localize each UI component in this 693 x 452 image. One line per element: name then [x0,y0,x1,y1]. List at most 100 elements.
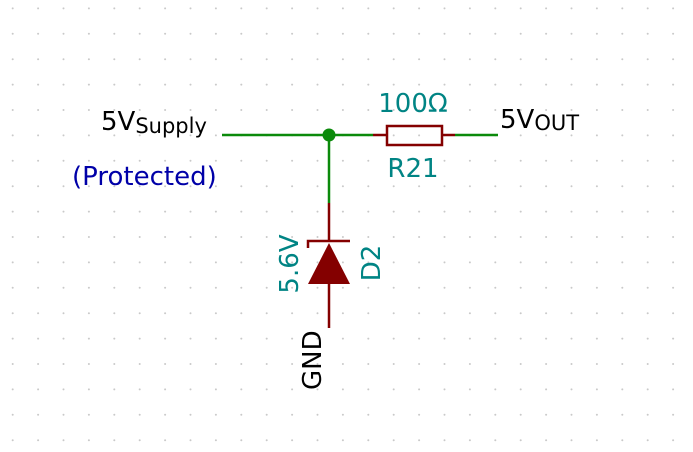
resistor-r21[interactable] [373,124,455,147]
grid-dot [240,159,243,162]
grid-dot [138,58,141,61]
grid-dot [621,32,624,35]
grid-dot [672,210,675,213]
grid-dot [189,312,192,315]
grid-dot [291,261,294,264]
grid-dot [570,286,573,289]
grid-dot [138,210,141,213]
grid-dot [265,413,268,416]
grid-dot [11,388,14,391]
grid-dot [291,312,294,315]
grid-dot [672,134,675,137]
grid-dot [595,388,598,391]
grid-dot [672,7,675,10]
grid-dot [519,58,522,61]
grid-dot [418,210,421,213]
grid-dot [189,83,192,86]
grid-dot [37,210,40,213]
grid-dot [570,83,573,86]
grid-dot [595,337,598,340]
grid-dot [418,159,421,162]
grid-dot [113,312,116,315]
grid-dot [570,363,573,365]
grid-dot [418,7,421,10]
grid-dot [37,185,40,188]
resistor-reference-label: R21 [387,154,438,184]
grid-dot [468,109,471,111]
grid-dot [392,32,395,35]
grid-dot [164,134,167,137]
grid-dot [138,439,141,442]
grid-dot [367,439,370,442]
grid-dot [189,32,192,35]
grid-dot [265,312,268,315]
grid-dot [291,413,294,416]
grid-dot [11,7,14,10]
grid-dot [418,286,421,289]
grid-dot [316,236,319,238]
grid-dot [545,286,548,289]
grid-dot [291,388,294,391]
grid-dot [545,363,548,365]
grid-dot [265,363,268,365]
grid-dot [11,32,14,35]
grid-dot [468,363,471,365]
grid-dot [646,261,649,264]
grid-dot [265,261,268,264]
grid-dot [595,185,598,188]
grid-dot [418,185,421,188]
junction-dot[interactable] [322,128,336,142]
grid-dot [570,388,573,391]
grid-dot [37,312,40,315]
grid-dot [316,261,319,264]
grid-dot [62,185,65,188]
grid-dot [291,7,294,10]
grid-dot [37,388,40,391]
grid-dot [672,363,675,365]
grid-dot [214,413,217,416]
grid-dot [214,159,217,162]
grid-dot [392,109,395,111]
grid-dot [138,7,141,10]
grid-dot [189,210,192,213]
grid-dot [87,32,90,35]
grid-dot [87,185,90,188]
grid-dot [62,261,65,264]
diode-value-label: 5.6V [275,234,305,293]
zener-diode-d2[interactable] [306,203,350,328]
grid-dot [341,363,344,365]
grid-dot [545,32,548,35]
grid-dot [418,236,421,238]
grid-dot [214,185,217,188]
grid-dot [37,58,40,61]
grid-dot [392,83,395,86]
grid-dot [291,159,294,162]
grid-dot [519,388,522,391]
grid-dot [621,439,624,442]
grid-dot [37,83,40,86]
grid-dot [570,210,573,213]
grid-dot [392,261,395,264]
grid-dot [62,83,65,86]
grid-dot [214,109,217,111]
grid-dot [164,109,167,111]
grid-dot [443,185,446,188]
grid-dot [621,83,624,86]
grid-dot [316,439,319,442]
grid-dot [316,58,319,61]
grid-dot [113,7,116,10]
grid-dot [443,109,446,111]
grid-dot [367,83,370,86]
grid-dot [214,236,217,238]
grid-dot [37,337,40,340]
grid-dot [621,413,624,416]
grid-dot [214,134,217,137]
grid-dot [672,337,675,340]
grid-dot [62,413,65,416]
grid-dot [113,388,116,391]
grid-dot [87,58,90,61]
grid-dot [392,134,395,137]
grid-dot [316,413,319,416]
grid-dot [519,312,522,315]
